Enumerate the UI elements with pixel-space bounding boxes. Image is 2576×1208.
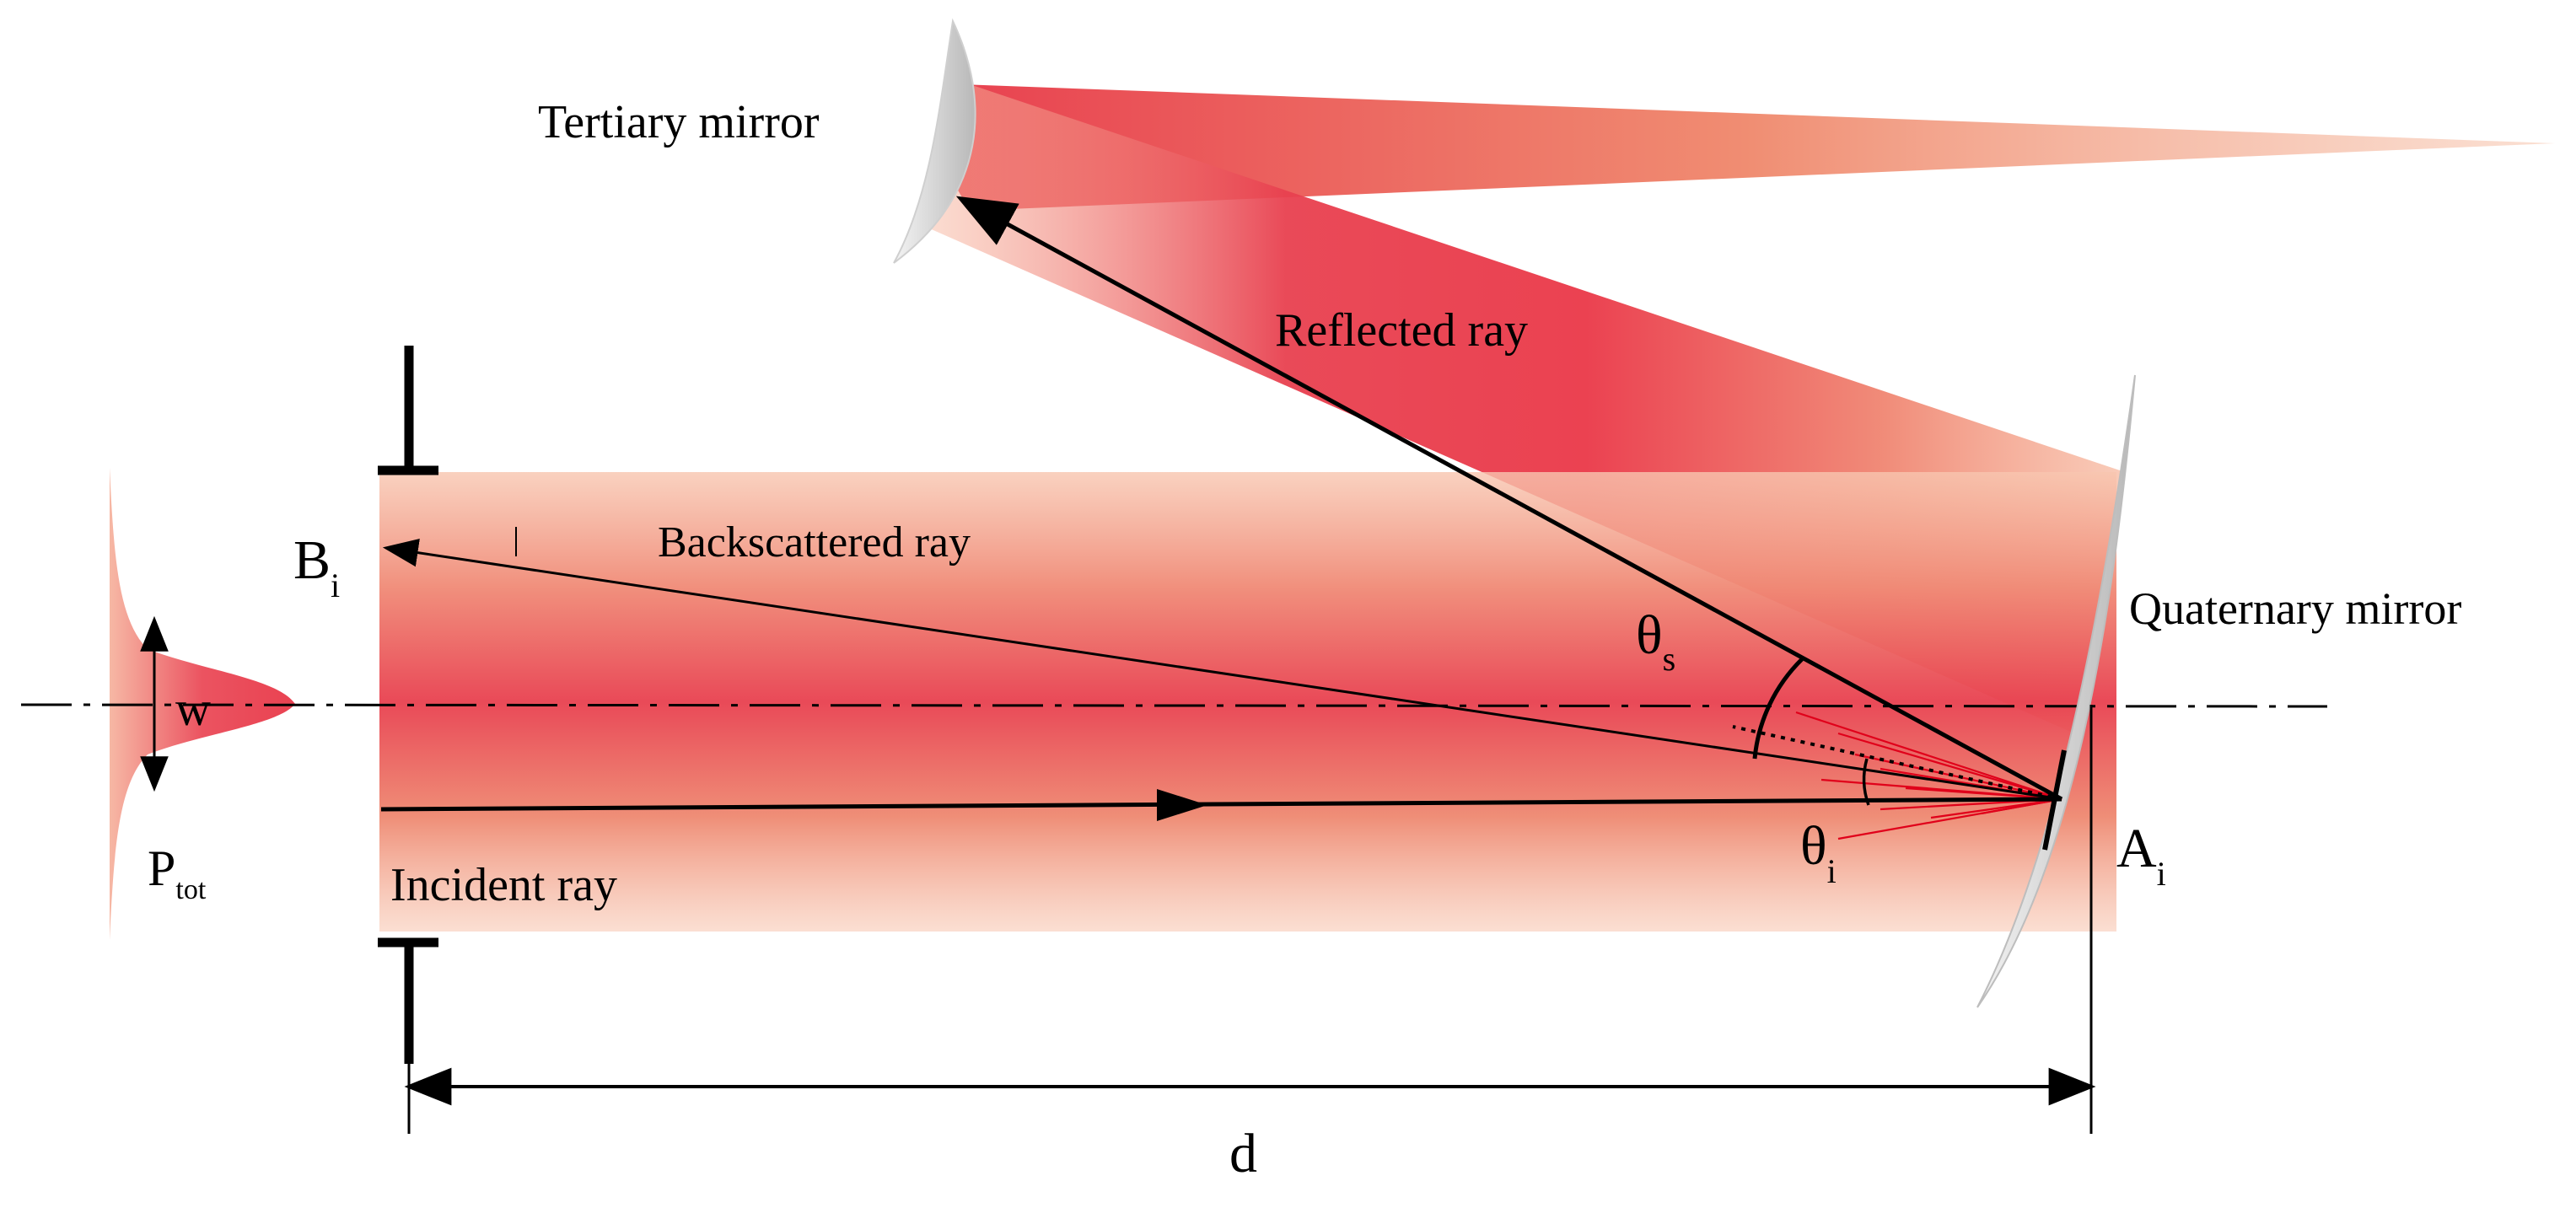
tertiary-mirror-label: Tertiary mirror [538,96,820,148]
aperture-stop-bottom [378,937,438,1064]
quaternary-mirror [1976,374,2136,1008]
theta-s-arc [1752,658,1804,760]
p-tot-label: Ptot [148,840,207,905]
incident-beam [379,472,2116,932]
reflected-ray-label: Reflected ray [1275,304,1528,357]
b-i-label: Bi [293,529,340,604]
w-label: w [175,681,211,736]
quaternary-mirror-label: Quaternary mirror [2129,583,2461,634]
aperture-stop-top [378,346,438,475]
backscattered-ray-label: Backscattered ray [658,518,971,566]
a-i-label: Ai [2116,818,2166,893]
incident-ray-label: Incident ray [390,859,617,911]
tertiary-mirror [893,18,976,264]
surface-tangent [2042,749,2067,851]
incident-ray-arrowhead [1157,789,1207,821]
d-label: d [1229,1123,1257,1184]
theta-i-arc [1862,758,1870,806]
theta-s-label: θs [1636,604,1675,678]
backscattered-ray-line [382,538,2062,801]
theta-i-label: θi [1800,815,1837,890]
incident-ray-line [380,797,2062,812]
reflected-ray-line [955,196,2063,802]
optical-axis [20,703,2328,708]
outgoing-beam-cone [936,84,2555,211]
